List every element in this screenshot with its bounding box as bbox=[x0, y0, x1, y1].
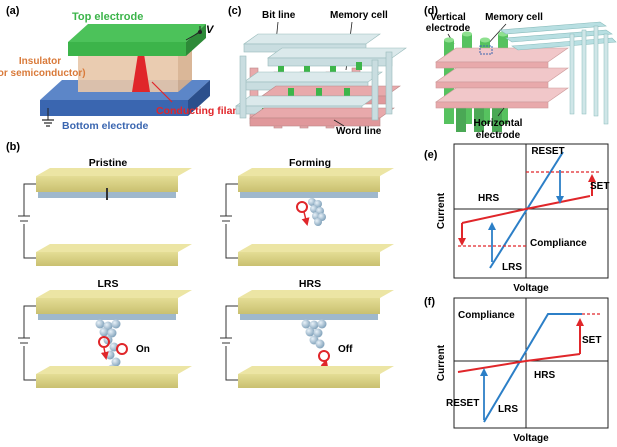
current-label-f: Current bbox=[436, 344, 447, 381]
word-line-pointer bbox=[333, 119, 345, 127]
off-label: Off bbox=[338, 344, 353, 355]
voltage-node bbox=[198, 30, 202, 34]
panel-f-tag: (f) bbox=[424, 296, 435, 308]
panel-a: (a) V Top electrode Insulator (or semico… bbox=[0, 5, 258, 132]
memory-cell-label: Memory cell bbox=[330, 10, 388, 21]
panel-b: (b) Pristine Forming LRS HRS bbox=[6, 141, 394, 388]
insulator-block bbox=[78, 54, 178, 92]
lrs-label-f: LRS bbox=[498, 404, 518, 415]
panel-b-tag: (b) bbox=[6, 141, 20, 153]
horizontal-electrode-label-2: electrode bbox=[476, 130, 521, 141]
panel-c: (c) Bit line Memory cell bbox=[228, 5, 407, 137]
plot-frame-e bbox=[453, 143, 609, 279]
current-label-e: Current bbox=[436, 192, 447, 229]
panel-e-tag: (e) bbox=[424, 149, 438, 161]
panel-a-tag: (a) bbox=[6, 5, 20, 17]
state-forming: Forming bbox=[289, 157, 331, 169]
top-electrode-front bbox=[68, 42, 186, 56]
bottom-electrode-side bbox=[188, 80, 210, 116]
voltage-label-f: Voltage bbox=[513, 433, 549, 444]
vertical-electrode-label-1: Vertical bbox=[430, 12, 466, 23]
voltage-label: V bbox=[206, 24, 215, 36]
cell-pristine bbox=[36, 168, 192, 266]
state-pristine: Pristine bbox=[89, 157, 128, 169]
bit-line-label: Bit line bbox=[262, 10, 296, 21]
hrs-label-e: HRS bbox=[478, 193, 499, 204]
state-hrs: HRS bbox=[299, 278, 321, 290]
conducting-filament bbox=[132, 54, 150, 92]
ion-arrow bbox=[100, 347, 109, 360]
hrs-label-f: HRS bbox=[534, 370, 555, 381]
ion-icon bbox=[116, 343, 128, 355]
vertical-3d-array bbox=[435, 21, 617, 132]
memory-cell-3d-marker bbox=[479, 45, 493, 55]
filament-pointer bbox=[151, 81, 173, 103]
ground-icon bbox=[42, 119, 54, 127]
cell-forming bbox=[238, 168, 394, 266]
reset-label-f: RESET bbox=[446, 398, 479, 409]
on-label: On bbox=[136, 344, 150, 355]
ion-icon bbox=[296, 201, 308, 213]
lrs-curve-e bbox=[489, 151, 564, 269]
hrs-curve-e bbox=[461, 195, 591, 224]
set-label-f: SET bbox=[582, 335, 601, 346]
forming-cluster bbox=[308, 198, 326, 226]
top-electrode-label: Top electrode bbox=[72, 11, 143, 23]
circuit-wires bbox=[18, 183, 238, 381]
panel-f: (f) Compliance SET HRS RESET LRS Current… bbox=[424, 296, 609, 444]
ion-arrow bbox=[301, 211, 310, 226]
compliance-label-e: Compliance bbox=[530, 238, 587, 249]
panel-c-tag: (c) bbox=[228, 5, 242, 17]
insulator-label-2: (or semiconductor) bbox=[0, 68, 86, 79]
word-line-label: Word line bbox=[336, 126, 382, 137]
cell-lrs: On bbox=[36, 290, 192, 388]
horizontal-electrode-label-1: Horizontal bbox=[474, 118, 523, 129]
top-electrode-top-face bbox=[68, 24, 206, 42]
bottom-electrode-front bbox=[40, 100, 188, 116]
lrs-label-e: LRS bbox=[502, 262, 522, 273]
bottom-electrode-label: Bottom electrode bbox=[62, 120, 149, 132]
crossbar-stack bbox=[235, 33, 407, 129]
memory-cell-3d-label: Memory cell bbox=[485, 12, 543, 23]
compliance-label-f: Compliance bbox=[458, 310, 515, 321]
horizontal-electrode-pointer bbox=[497, 107, 505, 117]
panel-d: (d) Vertical electrode Memory cell bbox=[424, 5, 617, 141]
insulator-label-1: Insulator bbox=[19, 56, 61, 67]
lrs-curve-f bbox=[483, 313, 582, 423]
hrs-filament bbox=[301, 319, 327, 349]
ion-icon bbox=[98, 336, 110, 348]
cell-hrs: Off bbox=[238, 290, 394, 388]
state-lrs: LRS bbox=[98, 278, 119, 290]
panel-d-tag: (d) bbox=[424, 5, 438, 17]
ion-icon bbox=[318, 350, 330, 362]
set-label-e: SET bbox=[590, 181, 609, 192]
top-bit-lines bbox=[499, 21, 617, 125]
panel-e: (e) RESET SET HRS Compliance LRS Current… bbox=[424, 143, 609, 294]
voltage-label-e: Voltage bbox=[513, 283, 549, 294]
vertical-electrode-label-2: electrode bbox=[426, 23, 471, 34]
reset-label-e: RESET bbox=[531, 146, 564, 157]
conducting-filament-label: Conducting filament bbox=[156, 105, 258, 117]
